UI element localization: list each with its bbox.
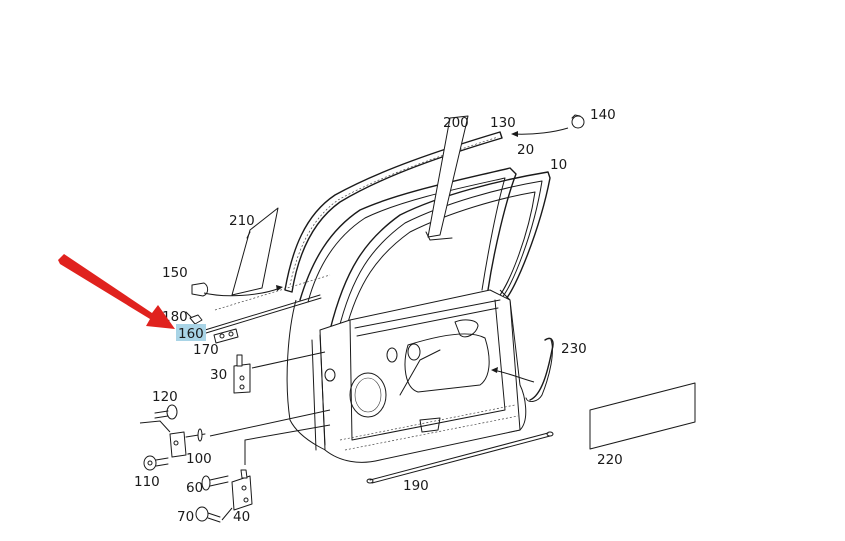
callout-200: 200 (443, 115, 469, 131)
callout-190: 190 (403, 478, 429, 494)
callout-170: 170 (193, 342, 219, 358)
callout-40: 40 (233, 509, 250, 525)
frame-trim-part-130 (284, 131, 503, 293)
check-strap-part-30 (233, 351, 326, 394)
callout-60: 60 (186, 480, 203, 496)
sill-strip-part-190 (366, 431, 554, 484)
bolt-part-70 (195, 506, 233, 523)
callout-10: 10 (550, 157, 567, 173)
panel-part-220 (589, 382, 696, 450)
callout-20: 20 (517, 142, 534, 158)
callout-30: 30 (210, 367, 227, 383)
hinge-assembly-part-100 (169, 409, 331, 458)
hinge-part-40 (231, 424, 331, 511)
highlight-box-160 (176, 324, 206, 341)
rod-part-160 (204, 294, 322, 334)
bolt-part-180 (185, 311, 203, 325)
callout-100: 100 (186, 451, 212, 467)
callout-140: 140 (590, 107, 616, 123)
callout-70: 70 (177, 509, 194, 525)
callout-210: 210 (229, 213, 255, 229)
bolt-part-110 (143, 455, 169, 471)
hose-part-230 (491, 337, 554, 403)
door-shell-part-10 (286, 171, 551, 463)
bolt-part-60 (201, 475, 229, 491)
callout-130: 130 (490, 115, 516, 131)
callout-150: 150 (162, 265, 188, 281)
callout-230: 230 (561, 341, 587, 357)
callout-160: 160 (178, 326, 204, 342)
clip-part-140 (511, 114, 585, 137)
bolt-part-120 (139, 404, 178, 433)
callout-110: 110 (134, 474, 160, 490)
clip-part-150 (191, 274, 331, 311)
window-seal-part-20 (299, 167, 517, 303)
red-pointer-arrow-icon (58, 254, 175, 329)
window-glass-part-200 (425, 115, 469, 241)
bracket-part-170 (213, 328, 239, 344)
callout-120: 120 (152, 389, 178, 405)
callout-220: 220 (597, 452, 623, 468)
quarter-glass-part-210 (231, 207, 279, 296)
